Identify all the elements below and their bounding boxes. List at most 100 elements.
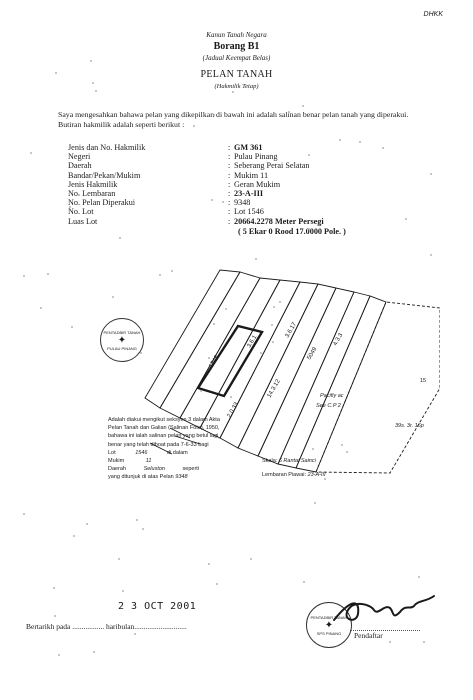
detail-colon: : [228, 161, 231, 171]
noise-speck [133, 202, 135, 204]
plan-note-see-cp: See C.P 2 [316, 403, 341, 409]
noise-speck [58, 654, 60, 656]
noise-speck [134, 633, 136, 635]
detail-value: GM 361 [234, 143, 263, 152]
noise-speck [112, 296, 114, 298]
svg-text:3.6.17: 3.6.17 [285, 321, 299, 339]
detail-value: ( 5 Ekar 0 Rood 17.0000 Pole. ) [238, 227, 346, 237]
noise-speck [430, 254, 432, 256]
noise-speck [341, 444, 343, 446]
noise-speck [255, 258, 257, 260]
noise-speck [423, 641, 425, 643]
noise-speck [86, 523, 88, 525]
signatory-line [350, 630, 420, 631]
cert-mukim-line: Mukim 11 [108, 458, 152, 465]
land-office-seal-left: PENTADBIR TANAH ✦ PULAU PINANG [100, 318, 144, 362]
detail-value: Seberang Perai Selatan [234, 161, 310, 171]
intro-line-2: Butiran hakmilik adalah seperti berikut … [58, 120, 185, 129]
noise-speck [47, 273, 49, 275]
noise-speck [71, 326, 73, 328]
detail-colon: : [228, 207, 231, 217]
noise-speck [271, 324, 273, 326]
noise-speck [92, 82, 94, 84]
noise-speck [260, 352, 262, 354]
cert-line-4: benar yang telah diboat pada 7-6-33 bagi [108, 441, 209, 448]
noise-speck [159, 274, 161, 276]
detail-colon: : [228, 179, 231, 189]
detail-label: No. Pelan Diperakui [68, 198, 136, 208]
noise-speck [324, 478, 326, 480]
detail-value: Mukim 11 [234, 170, 269, 180]
noise-speck [23, 513, 25, 515]
detail-value: Pulau Pinang [234, 152, 278, 162]
noise-speck [303, 581, 305, 583]
noise-speck [418, 576, 420, 578]
date-stamp: 2 3 OCT 2001 [118, 601, 197, 612]
noise-speck [405, 218, 407, 220]
plan-note-area: 39s. 3r. 16p [395, 423, 424, 429]
noise-speck [90, 60, 92, 62]
noise-speck [30, 152, 32, 154]
crest-icon: ✦ [117, 334, 127, 346]
lot-plan-drawing: 1546 3.6.1 3.6.17 5049 4.3.3 14.3.12 2.0… [144, 269, 441, 474]
noise-speck [382, 147, 384, 149]
corner-tag: DHKK [423, 11, 443, 18]
signatory-label: Pendaftar [354, 631, 383, 640]
noise-speck [216, 583, 218, 585]
lot-plan: 1546 3.6.1 3.6.17 5049 4.3.3 14.3.12 2.0… [140, 268, 441, 490]
detail-value: 9348 [234, 198, 251, 208]
registrar-seal: PENTADBIR TANAH ✦ SPS PINANG [306, 602, 352, 648]
detail-value: 23-A-III [234, 189, 264, 198]
noise-speck [339, 139, 341, 141]
cert-lot-line: Lot 1546 di dalam [108, 449, 188, 456]
noise-speck [279, 301, 281, 303]
detail-label: Luas Lot [68, 216, 98, 226]
detail-label: Bandar/Pekan/Mukim [68, 170, 141, 180]
noise-speck [171, 270, 173, 272]
detail-label: No. Lot [68, 207, 94, 217]
noise-speck [136, 519, 138, 521]
noise-speck [211, 199, 213, 201]
detail-colon: : [228, 198, 231, 208]
noise-speck [122, 590, 124, 592]
detail-colon: : [228, 152, 231, 162]
detail-colon: : [228, 216, 231, 226]
schedule: (Jadual Keempat Belas) [202, 54, 271, 62]
cert-scale: Skala: 6 Rantai Sainci [262, 458, 316, 464]
noise-speck [73, 535, 75, 537]
noise-speck [40, 307, 42, 309]
noise-speck [118, 558, 120, 560]
detail-label: No. Lembaran [68, 189, 116, 198]
noise-speck [232, 91, 234, 93]
cert-lembaran: Lembaran Piawai: 23-A-III [262, 472, 326, 478]
registrar-signature [333, 595, 435, 621]
noise-speck [23, 275, 25, 277]
noise-speck [93, 651, 95, 653]
noise-speck [225, 308, 227, 310]
act-name: Kanun Tanah Negara [206, 31, 267, 39]
cert-plan-line: yang ditunjuk di atas Pelan 9348 [108, 474, 188, 481]
cert-line-2: Pelan Tanah dan Galian (Salinan Foto), 1… [108, 425, 220, 432]
detail-value: Geran Mukim [234, 179, 281, 189]
noise-speck [389, 641, 391, 643]
cert-line-1: Adalah diakui mengikut seksyen 3 dalam A… [108, 417, 220, 423]
noise-speck [213, 323, 215, 325]
detail-value: 20664.2278 Meter Persegi [234, 216, 324, 226]
noise-speck [359, 141, 361, 143]
noise-speck [55, 72, 57, 74]
noise-speck [308, 154, 310, 156]
form-name: Borang B1 [213, 41, 260, 52]
page-subtitle: (Hakmilik Tetap) [214, 83, 259, 90]
noise-speck [210, 363, 212, 365]
noise-speck [208, 563, 210, 565]
noise-speck [142, 528, 144, 530]
detail-colon: : [228, 189, 231, 198]
noise-speck [213, 114, 215, 116]
noise-speck [308, 228, 310, 230]
plan-note-15: 15 [420, 378, 427, 384]
noise-speck [95, 90, 97, 92]
noise-speck [69, 206, 71, 208]
cert-daerah-line: Daerah Seluston seperti [108, 466, 200, 473]
noise-speck [312, 448, 314, 450]
noise-speck [230, 396, 232, 398]
